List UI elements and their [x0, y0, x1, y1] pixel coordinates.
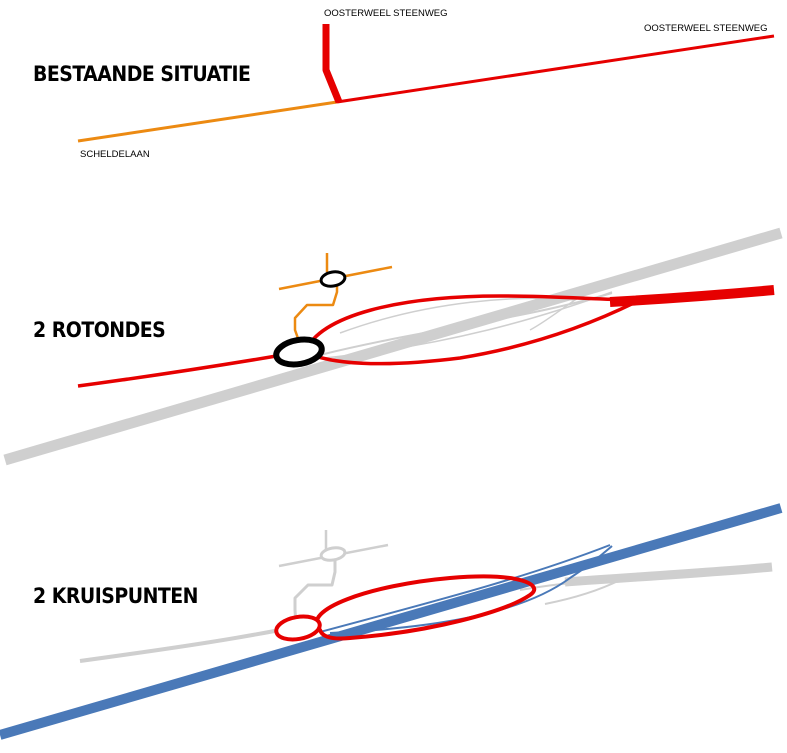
- road-highway-blue: [0, 503, 783, 740]
- road-scheldelaan-grey: [293, 560, 337, 626]
- road-ramp-grey: [319, 292, 613, 356]
- road-ramp-blue-2: [329, 545, 613, 634]
- panel-heading-roundabouts: 2 ROTONDES: [33, 318, 165, 342]
- panel-heading-existing: BESTAANDE SITUATIE: [33, 62, 250, 86]
- road-local-grey: [79, 626, 291, 663]
- roundabout-large: [273, 336, 325, 368]
- label-scheldelaan: SCHELDELAAN: [80, 149, 150, 160]
- roundabout-small-grey: [319, 546, 347, 562]
- panel-existing-situation: BESTAANDE SITUATIE OOSTERWEEL STEENWEG O…: [33, 8, 775, 160]
- panel-two-crossings: 2 KRUISPUNTEN: [0, 503, 783, 740]
- panel-two-roundabouts: 2 ROTONDES: [3, 227, 783, 466]
- road-loop-red-crossings: [314, 574, 537, 641]
- roundabout-small: [319, 270, 347, 288]
- road-scheldelaan-orange: [293, 278, 339, 345]
- crossing-west-red: [274, 614, 322, 642]
- road-ramp-blue-1: [319, 544, 611, 633]
- panel-heading-crossings: 2 KRUISPUNTEN: [33, 584, 198, 608]
- road-ramp-grey-2: [324, 291, 613, 359]
- road-oosterweel-red-east: [609, 285, 775, 307]
- label-oosterweel-top: OOSTERWEEL STEENWEG: [324, 8, 448, 19]
- road-highway-grey: [3, 227, 783, 466]
- road-ramp-grey-east: [519, 579, 621, 605]
- road-local-grey-east: [564, 562, 773, 587]
- road-scheldelaan: [77, 100, 338, 143]
- road-oosterweel-steenweg-main: [336, 34, 775, 104]
- label-oosterweel-right: OOSTERWEEL STEENWEG: [644, 23, 768, 34]
- road-oosterweel-steenweg-branch: [322, 24, 343, 104]
